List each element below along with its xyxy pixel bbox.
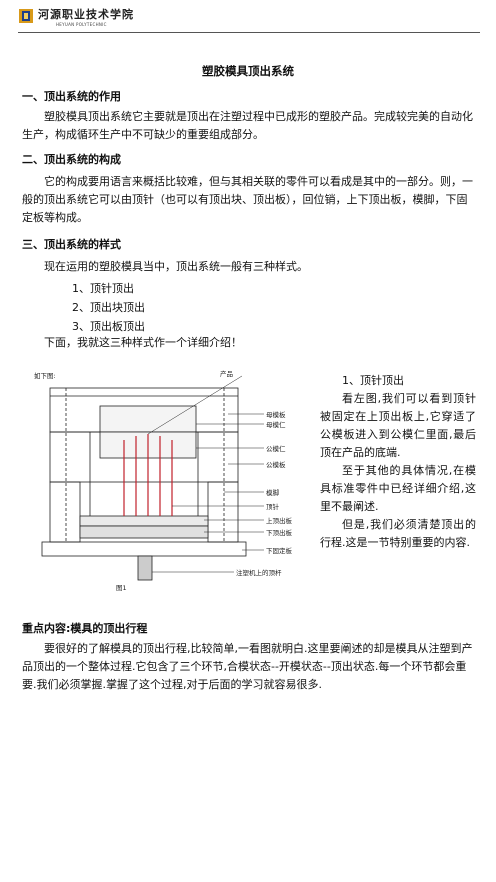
page-header: 河源职业技术学院 HEYUAN POLYTECHNIC (18, 6, 480, 33)
section-2-heading: 二、顶出系统的构成 (22, 153, 121, 166)
label-cavity-insert: 母模仁 (266, 420, 286, 429)
school-emblem-icon (19, 9, 33, 23)
label-core-plate: 公模板 (266, 460, 286, 469)
label-product: 产品 (220, 369, 233, 378)
side-paragraph-1: 看左图,我们可以看到顶针被固定在上顶出板上,它穿适了公模板进入到公模仁里面,最后… (320, 392, 476, 459)
list-item: 3、顶出板顶出 (72, 320, 145, 333)
section-3-intro: 现在运用的塑胶模具当中，顶出系统一般有三种样式。 (44, 260, 308, 273)
figure-caption-top: 如下图: (34, 371, 56, 380)
section-1-heading: 一、顶出系统的作用 (22, 90, 121, 103)
page-title: 塑胶模具顶出系统 (202, 64, 294, 78)
key-content-body: 要很好的了解模具的顶出行程,比较简单,一看图就明白.这里要阐述的却是模具从注塑到… (22, 642, 473, 691)
section-3-outro: 下面，我就这三种样式作一个详细介绍！ (44, 336, 242, 349)
section-3-heading: 三、顶出系统的样式 (22, 238, 121, 251)
school-name-cn: 河源职业技术学院 (38, 8, 134, 21)
school-name-en: HEYUAN POLYTECHNIC (56, 22, 107, 27)
list-item: 1、顶针顶出 (72, 282, 134, 295)
label-lower-ejector-plate: 下顶出板 (266, 528, 293, 537)
label-core-insert: 公模仁 (266, 444, 286, 453)
list-item: 2、顶出块顶出 (72, 301, 145, 314)
section-1-body: 塑胶模具顶出系统它主要就是顶出在注塑过程中已成形的塑胶产品。完成较完美的自动化生… (22, 110, 473, 141)
section-2-body: 它的构成要用语言来概括比较难，但与其相关联的零件可以看成是其中的一部分。则，一般… (22, 175, 473, 224)
side-heading: 1、顶针顶出 (342, 374, 404, 387)
label-upper-ejector-plate: 上顶出板 (266, 516, 293, 525)
label-cavity-plate: 母模板 (266, 410, 286, 419)
label-mold-leg: 模脚 (266, 488, 280, 497)
figure-caption-bottom: 图1 (116, 584, 127, 592)
side-paragraph-3: 但是,我们必须清楚顶出的行程.这是一节特别重要的内容. (320, 518, 476, 549)
side-paragraph-2: 至于其他的具体情况,在模具标准零件中已经详细介绍,这里不最阐述. (320, 464, 476, 513)
key-content-heading: 重点内容:模具的顶出行程 (22, 622, 148, 635)
label-bottom-clamp-plate: 下固定板 (266, 546, 293, 555)
label-machine-ejector-rod: 注塑机上的顶杆 (236, 568, 282, 577)
side-text: 1、顶针顶出 看左图,我们可以看到顶针被固定在上顶出板上,它穿适了公模板进入到公… (320, 372, 476, 552)
mold-diagram: 如下图: 产品 母模板 母模仁 公模仁 公模板 模脚 顶针 上顶出板 下顶出板 … (34, 369, 293, 592)
label-ejector-pin: 顶针 (266, 502, 280, 511)
